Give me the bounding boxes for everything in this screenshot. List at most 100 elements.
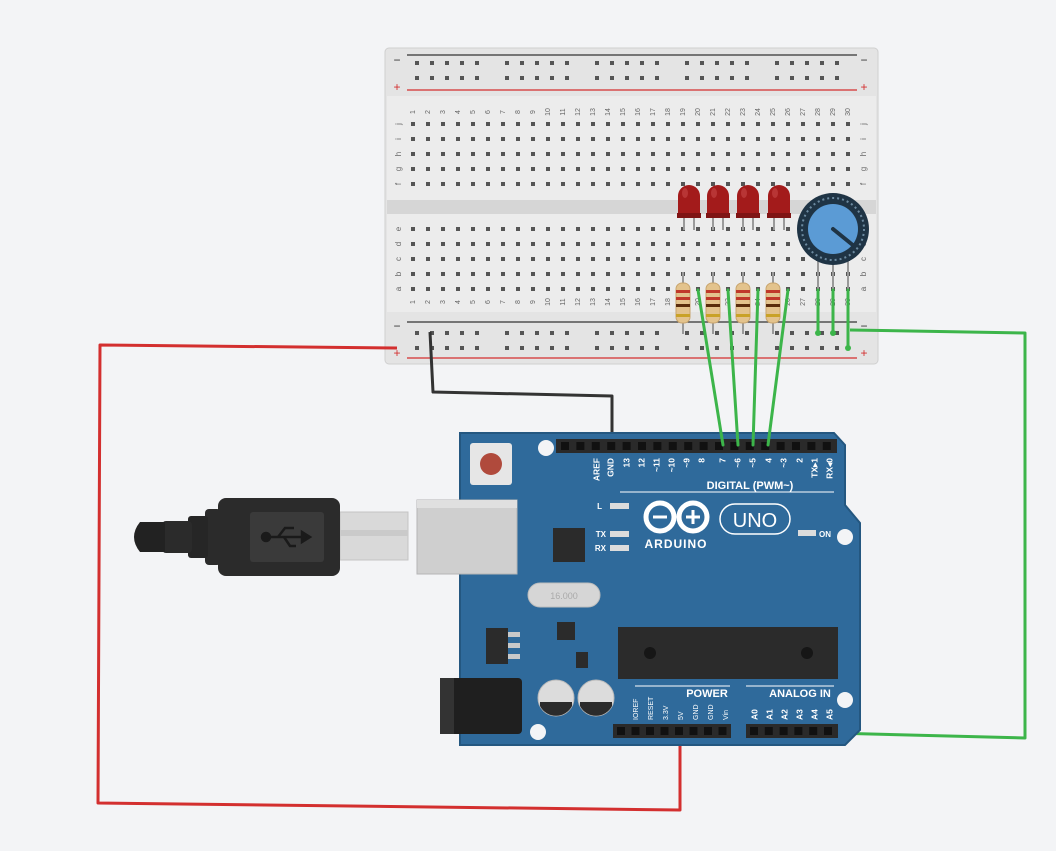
digital-socket[interactable] bbox=[730, 442, 739, 450]
wire-5v-red[interactable] bbox=[96, 343, 682, 812]
rail-hole bbox=[520, 346, 524, 350]
wire-led2-pin6[interactable] bbox=[726, 288, 740, 447]
digital-socket[interactable] bbox=[653, 442, 662, 450]
digital-socket[interactable] bbox=[622, 442, 631, 450]
resistor[interactable] bbox=[765, 272, 781, 334]
terminal-hole bbox=[471, 227, 475, 231]
column-label: 10 bbox=[545, 108, 552, 116]
terminal-hole bbox=[846, 152, 850, 156]
resistor[interactable] bbox=[675, 272, 691, 334]
rail-hole bbox=[820, 346, 824, 350]
analog-socket[interactable] bbox=[750, 727, 758, 735]
wire-led1-pin7[interactable] bbox=[696, 288, 725, 447]
header-sockets bbox=[561, 442, 832, 735]
terminal-hole bbox=[786, 242, 790, 246]
power-socket[interactable] bbox=[631, 727, 640, 735]
terminal-hole bbox=[666, 167, 670, 171]
power-socket[interactable] bbox=[704, 727, 712, 735]
terminal-hole bbox=[681, 257, 685, 261]
digital-socket[interactable] bbox=[638, 442, 646, 450]
terminal-hole bbox=[516, 122, 520, 126]
digital-socket[interactable] bbox=[715, 442, 723, 450]
analog-socket[interactable] bbox=[779, 727, 788, 735]
terminal-hole bbox=[561, 287, 565, 291]
digital-socket[interactable] bbox=[792, 442, 800, 450]
usb-controller-chip bbox=[553, 528, 585, 562]
terminal-hole bbox=[636, 152, 640, 156]
potentiometer[interactable] bbox=[797, 193, 869, 292]
power-pin-label: GND bbox=[708, 704, 715, 720]
pot-knurl bbox=[801, 197, 865, 261]
terminal-hole bbox=[666, 122, 670, 126]
red-led[interactable] bbox=[706, 185, 730, 230]
terminal-hole bbox=[501, 152, 505, 156]
analog-socket[interactable] bbox=[824, 727, 832, 735]
terminal-hole bbox=[816, 182, 820, 186]
digital-socket[interactable] bbox=[807, 442, 816, 450]
power-socket[interactable] bbox=[617, 727, 625, 735]
terminal-hole bbox=[741, 122, 745, 126]
digital-socket[interactable] bbox=[591, 442, 600, 450]
analog-socket[interactable] bbox=[764, 727, 773, 735]
digital-socket[interactable] bbox=[822, 442, 831, 450]
rail-hole bbox=[535, 76, 539, 80]
terminal-hole bbox=[666, 287, 670, 291]
terminal-hole bbox=[741, 257, 745, 261]
reset-button[interactable] bbox=[480, 453, 502, 475]
digital-socket[interactable] bbox=[576, 442, 585, 450]
power-socket[interactable] bbox=[718, 727, 727, 735]
red-led[interactable] bbox=[767, 185, 791, 230]
rail-hole bbox=[805, 76, 809, 80]
arduino-uno-board[interactable]: 16.000 L TX RX ON bbox=[416, 432, 861, 746]
rail-hole bbox=[625, 76, 629, 80]
rail-hole bbox=[715, 331, 719, 335]
terminal-hole bbox=[501, 287, 505, 291]
power-socket[interactable] bbox=[689, 727, 698, 735]
digital-socket[interactable] bbox=[684, 442, 693, 450]
terminal-hole bbox=[636, 242, 640, 246]
analog-in-label: ANALOG IN bbox=[769, 688, 831, 700]
digital-pin-label: 13 bbox=[621, 458, 631, 468]
analog-socket[interactable] bbox=[794, 727, 803, 735]
red-led[interactable] bbox=[736, 185, 760, 230]
column-label: 28 bbox=[815, 108, 822, 116]
terminal-hole bbox=[561, 137, 565, 141]
terminal-hole bbox=[426, 182, 430, 186]
arduino-brand: ARDUINO bbox=[645, 537, 708, 551]
analog-pin-label: A4 bbox=[809, 709, 819, 720]
red-led[interactable] bbox=[677, 185, 701, 230]
power-socket[interactable] bbox=[675, 727, 683, 735]
wire-gnd-black[interactable] bbox=[428, 331, 614, 445]
wire-led3-pin5[interactable] bbox=[751, 288, 760, 447]
digital-socket[interactable] bbox=[607, 442, 616, 450]
digital-socket[interactable] bbox=[761, 442, 770, 450]
terminal-hole bbox=[696, 227, 700, 231]
power-socket[interactable] bbox=[646, 727, 654, 735]
digital-socket[interactable] bbox=[561, 442, 569, 450]
breadboard[interactable]: − − + + − − + + 112233445566778899101011… bbox=[384, 47, 879, 365]
terminal-hole bbox=[771, 257, 775, 261]
analog-socket[interactable] bbox=[809, 727, 818, 735]
wire-a5-green[interactable] bbox=[831, 328, 1027, 740]
terminal-hole bbox=[756, 122, 760, 126]
rail-hole bbox=[535, 346, 539, 350]
digital-socket[interactable] bbox=[776, 442, 785, 450]
rail-hole bbox=[625, 331, 629, 335]
power-socket[interactable] bbox=[660, 727, 669, 735]
onboard-led-l bbox=[610, 503, 629, 509]
terminal-hole bbox=[591, 227, 595, 231]
mounting-hole bbox=[530, 724, 546, 740]
terminal-hole bbox=[756, 272, 760, 276]
column-label: 13 bbox=[590, 298, 597, 306]
rail-hole bbox=[685, 331, 689, 335]
wire-led4-pin3[interactable] bbox=[766, 288, 790, 447]
resistor[interactable] bbox=[735, 272, 751, 334]
digital-socket[interactable] bbox=[668, 442, 677, 450]
row-label: h bbox=[859, 152, 868, 156]
terminal-hole bbox=[486, 287, 490, 291]
digital-socket[interactable] bbox=[745, 442, 754, 450]
resistor[interactable] bbox=[705, 272, 721, 334]
usb-cable[interactable] bbox=[134, 498, 409, 576]
digital-socket[interactable] bbox=[699, 442, 708, 450]
rail-hole bbox=[700, 346, 704, 350]
